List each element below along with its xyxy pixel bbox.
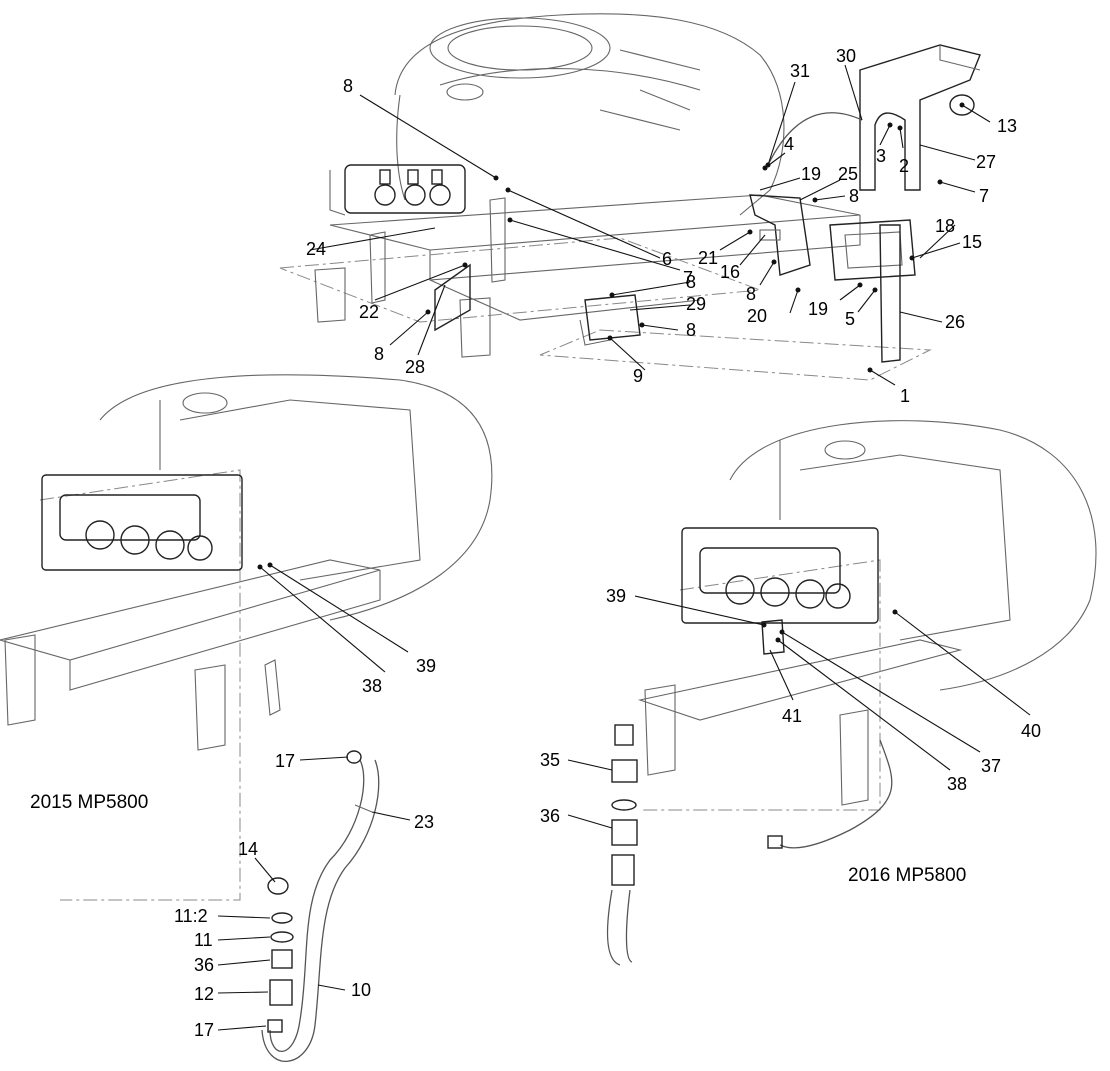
callout-label: 38 <box>947 774 967 794</box>
callout-label: 14 <box>238 839 258 859</box>
callout-label: 30 <box>836 46 856 66</box>
callout-label: 8 <box>849 186 859 206</box>
callout-label: 24 <box>306 239 326 259</box>
callout-label: 38 <box>362 676 382 696</box>
callout-label: 13 <box>997 116 1017 136</box>
callout-label: 7 <box>683 268 693 288</box>
callout-label: 11 <box>194 930 213 950</box>
callout-label: 18 <box>935 216 955 236</box>
callout-labels-right: 39 40 41 37 38 35 36 <box>540 586 1041 826</box>
callout-label: 8 <box>686 320 696 340</box>
callout-label: 17 <box>194 1020 214 1040</box>
callout-label: 35 <box>540 750 560 770</box>
callout-label: 31 <box>790 61 810 81</box>
callout-label: 8 <box>686 272 696 292</box>
caption-2015: 2015 MP5800 <box>30 792 148 813</box>
leader-lines <box>217 64 1031 1031</box>
callout-label: 22 <box>359 302 379 322</box>
callout-label: 19 <box>801 164 821 184</box>
left-assembly-illustration <box>0 374 493 1062</box>
callout-label: 37 <box>981 756 1001 776</box>
callout-label: 3 <box>876 146 886 166</box>
callout-label: 10 <box>351 980 371 1000</box>
callout-label: 5 <box>845 309 855 329</box>
callout-label: 11:2 <box>174 906 208 926</box>
callout-label: 25 <box>838 164 858 184</box>
callout-label: 36 <box>194 955 214 975</box>
callout-label: 15 <box>962 232 982 252</box>
callout-label: 36 <box>540 806 560 826</box>
callout-label: 9 <box>633 366 643 386</box>
callout-label: 26 <box>945 312 965 332</box>
callout-label: 23 <box>414 812 434 832</box>
callout-label: 29 <box>686 294 706 314</box>
callout-label: 16 <box>720 262 740 282</box>
callout-label: 39 <box>416 656 436 676</box>
callout-label: 6 <box>662 249 672 269</box>
callout-label: 1 <box>900 386 910 406</box>
callout-label: 7 <box>979 186 989 206</box>
top-assembly-illustration <box>279 13 981 381</box>
callout-label: 2 <box>899 156 909 176</box>
callout-label: 8 <box>374 344 384 364</box>
callout-labels-top: 31 30 13 8 4 19 25 3 2 27 7 8 24 6 21 18… <box>306 46 1017 406</box>
callout-label: 4 <box>784 134 794 154</box>
right-assembly-illustration <box>606 420 1097 966</box>
callout-label: 17 <box>275 751 295 771</box>
callout-label: 40 <box>1021 721 1041 741</box>
callout-label: 28 <box>405 357 425 377</box>
callout-labels-left: 38 39 17 23 14 11:2 11 36 10 12 17 <box>174 656 436 1040</box>
callout-label: 8 <box>343 76 353 96</box>
callout-label: 8 <box>746 284 756 304</box>
caption-2016: 2016 MP5800 <box>848 865 966 886</box>
callout-label: 21 <box>698 248 718 268</box>
callout-label: 39 <box>606 586 626 606</box>
callout-label: 27 <box>976 152 996 172</box>
callout-label: 20 <box>747 306 767 326</box>
callout-label: 41 <box>782 706 802 726</box>
callout-label: 19 <box>808 299 828 319</box>
callout-label: 12 <box>194 984 214 1004</box>
